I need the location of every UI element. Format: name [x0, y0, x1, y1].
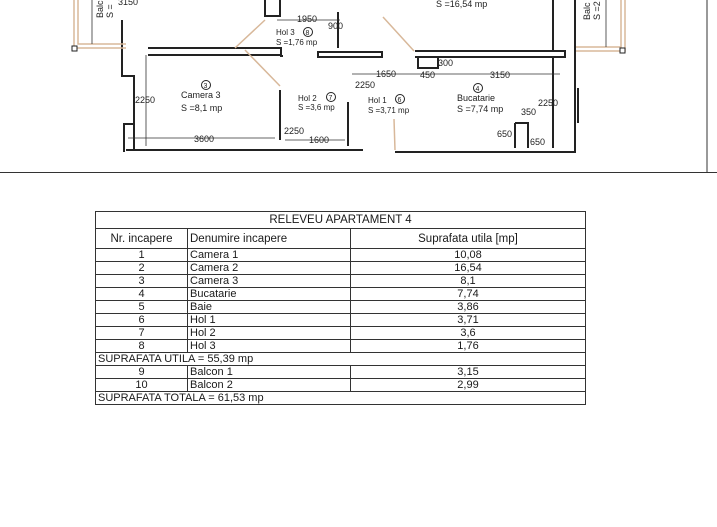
- header-nr: Nr. incapere: [95, 228, 188, 249]
- room-number: 6: [95, 313, 188, 327]
- room-area: 7,74: [350, 287, 586, 301]
- room-number: 5: [95, 300, 188, 314]
- corner-post: [71, 45, 78, 52]
- room-number: 7: [329, 95, 333, 102]
- dimension-label: 1600: [309, 135, 329, 145]
- dimension-label: 650: [530, 137, 545, 147]
- room-area: 16,54: [350, 261, 586, 275]
- floor-plan: 3150 1950 900 2250 3600 2250 2250 1600 1…: [71, 0, 708, 172]
- room-area: S =8,1 mp: [181, 103, 222, 113]
- room-area: 3,86: [350, 300, 586, 314]
- room-name: Camera 2: [187, 261, 351, 275]
- dimension-labels: 3150 1950 900 2250 3600 2250 2250 1600 1…: [118, 0, 558, 147]
- dimension-label: 3150: [490, 70, 510, 80]
- room-area: 3,15: [350, 365, 586, 379]
- dimension-label: 2250: [135, 95, 155, 105]
- balcony-right-label: Balc: [582, 2, 592, 20]
- dimension-label: 2250: [284, 126, 304, 136]
- room-name: Balcon 2: [187, 378, 351, 392]
- room-area: S =3,71 mp: [368, 106, 410, 115]
- dimension-label: 300: [438, 58, 453, 68]
- room-name: Hol 2: [187, 326, 351, 340]
- dimension-lines: [91, 0, 607, 146]
- room-area: 1,76: [350, 339, 586, 353]
- dimension-label: 2250: [538, 98, 558, 108]
- room-number: 1: [95, 248, 188, 262]
- room-area: 8,1: [350, 274, 586, 288]
- room-number: 7: [95, 326, 188, 340]
- room-number: 4: [95, 287, 188, 301]
- table-title: RELEVEU APARTAMENT 4: [95, 211, 586, 229]
- subtotal: SUPRAFATA UTILA = 55,39 mp: [95, 352, 586, 366]
- room-number: 8: [306, 30, 310, 37]
- dimension-label: 2250: [355, 80, 375, 90]
- dimension-label: 1950: [297, 14, 317, 24]
- balcony-railings: [73, 0, 626, 151]
- room-labels: 3 Camera 3 S =8,1 mp Hol 2 7 S =3,6 mp H…: [95, 0, 602, 115]
- header-area: Suprafata utila [mp]: [350, 228, 586, 249]
- divider: [0, 172, 717, 173]
- room-number: 8: [95, 339, 188, 353]
- room-name: Bucatarie: [187, 287, 351, 301]
- room-name: Hol 1: [368, 96, 387, 105]
- room-name: Baie: [187, 300, 351, 314]
- balcony-left-label: Balc: [95, 0, 105, 18]
- room-number: 3: [95, 274, 188, 288]
- dimension-label: 650: [497, 129, 512, 139]
- room-area: S =3,6 mp: [298, 103, 335, 112]
- balcony-left-area: S =: [105, 4, 115, 18]
- room-area: 2,99: [350, 378, 586, 392]
- room-name: Balcon 1: [187, 365, 351, 379]
- room-area: S =7,74 mp: [457, 104, 503, 114]
- room-name: Camera 3: [181, 90, 221, 100]
- room-name: Camera 1: [187, 248, 351, 262]
- dimension-label: 1650: [376, 69, 396, 79]
- dimension-label: 350: [521, 107, 536, 117]
- room-name: Bucatarie: [457, 93, 495, 103]
- room-number: 2: [95, 261, 188, 275]
- total: SUPRAFATA TOTALA = 61,53 mp: [95, 391, 586, 405]
- room-area: 10,08: [350, 248, 586, 262]
- room-number: 3: [204, 83, 208, 90]
- dimension-label: 450: [420, 70, 435, 80]
- room-name: Camera 3: [187, 274, 351, 288]
- dimension-label: 900: [328, 21, 343, 31]
- room-area: 3,6: [350, 326, 586, 340]
- camera2-area: S =16,54 mp: [436, 0, 487, 9]
- room-name: Hol 1: [187, 313, 351, 327]
- dimension-label: 3150: [118, 0, 138, 7]
- room-name: Hol 2: [298, 94, 317, 103]
- header-name: Denumire incapere: [187, 228, 351, 249]
- room-number: 9: [95, 365, 188, 379]
- dimension-label: 3600: [194, 134, 214, 144]
- room-number: 4: [476, 86, 480, 93]
- walls: [121, 0, 579, 153]
- corner-post: [619, 47, 626, 54]
- rooms-table: RELEVEU APARTAMENT 4 Nr. incapere Denumi…: [95, 211, 586, 405]
- room-name: Hol 3: [276, 28, 295, 37]
- balcony-right-area: S =2: [592, 1, 602, 20]
- room-number: 6: [398, 97, 402, 104]
- room-area: 3,71: [350, 313, 586, 327]
- room-area: S =1,76 mp: [276, 38, 318, 47]
- room-number: 10: [95, 378, 188, 392]
- room-name: Hol 3: [187, 339, 351, 353]
